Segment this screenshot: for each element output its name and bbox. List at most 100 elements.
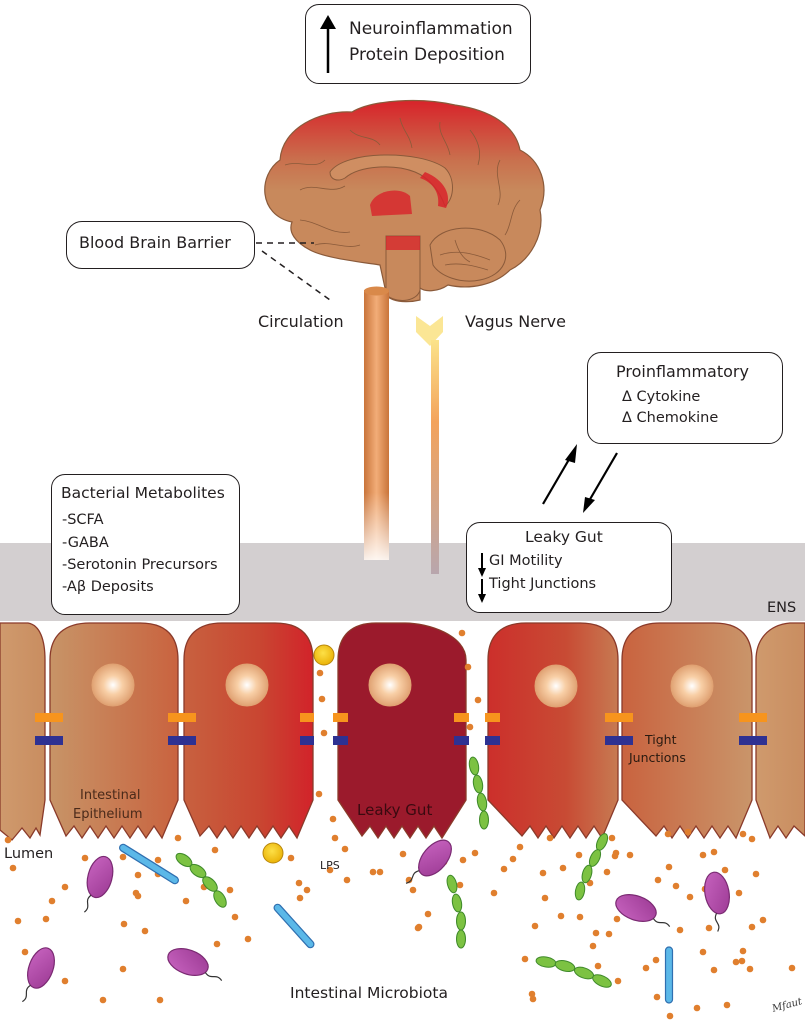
down-arrow-icon	[478, 553, 486, 577]
proinflammatory-box: Proinflammatory Δ Cytokine Δ Chemokine	[587, 352, 783, 444]
vagus-nerve	[416, 316, 443, 574]
metabolite-dot	[626, 851, 634, 859]
brain	[264, 99, 545, 303]
metabolite-dot	[748, 923, 756, 931]
metabolite-dot	[156, 996, 164, 1004]
ens-label: ENS	[767, 600, 797, 616]
tight-junctions-label-line2: Junctions	[629, 750, 686, 765]
metabolite-dot	[459, 856, 467, 864]
nuclei	[91, 663, 714, 708]
green-bacterium	[574, 833, 609, 901]
epithelium	[0, 622, 805, 841]
metabolite-dot	[529, 995, 537, 1003]
metabolite-dot	[686, 893, 694, 901]
leaky-gut-title: Leaky Gut	[525, 528, 603, 546]
metabolite-dot	[182, 897, 190, 905]
blue-bacterium	[119, 843, 179, 885]
metabolite-dot	[141, 927, 149, 935]
metabolite-dot	[369, 868, 377, 876]
feedback-arrows	[542, 444, 618, 513]
metabolite-dot	[134, 892, 142, 900]
metabolite-dot	[608, 834, 616, 842]
metabolite-dot	[48, 897, 56, 905]
metabolite-dot	[739, 947, 747, 955]
metabolite-dot	[699, 851, 707, 859]
metabolite-dot	[531, 922, 539, 930]
metabolite-dot	[14, 917, 22, 925]
metabolite-dot	[575, 851, 583, 859]
metabolite-dot	[592, 929, 600, 937]
metabolite-dot	[466, 723, 474, 731]
metabolite-dot	[458, 629, 466, 637]
leaky-gut-cell-label: Leaky Gut	[357, 801, 433, 819]
metabolite-dot	[134, 871, 142, 879]
metabolite-dot	[672, 882, 680, 890]
metabolite-dot	[490, 889, 498, 897]
bacterial-metabolites-box: Bacterial Metabolites -SCFA -GABA -Serot…	[51, 474, 240, 615]
metabolite-dot	[746, 965, 754, 973]
metabolite-dot	[521, 955, 529, 963]
metabolite-dot	[154, 856, 162, 864]
purple-bacterium	[615, 894, 671, 927]
metabolite-dot	[424, 910, 432, 918]
blue-bacterium	[664, 946, 674, 1004]
metabolite-dot	[738, 957, 746, 965]
metabolite-dot	[654, 876, 662, 884]
metabolite-dot	[788, 964, 796, 972]
metabolite-dot	[699, 948, 707, 956]
metabolite-dot	[331, 834, 339, 842]
metabolite-dot	[693, 1004, 701, 1012]
metabolite-dot	[652, 956, 660, 964]
protein-deposition-text: Protein Deposition	[349, 45, 505, 65]
metabolite-dot	[739, 830, 747, 838]
metabolite-dot	[735, 889, 743, 897]
blood-brain-barrier-text: Blood Brain Barrier	[79, 233, 231, 252]
metabolite-dot	[42, 915, 50, 923]
tight-junctions	[35, 713, 767, 745]
metabolite-dot	[723, 1001, 731, 1009]
metabolite-dot	[318, 695, 326, 703]
down-arrow-icon	[478, 579, 486, 603]
metabolite-dot	[405, 876, 413, 884]
metabolite-dot	[61, 977, 69, 985]
metabolite-dot	[752, 870, 760, 878]
metabolite-dot	[732, 958, 740, 966]
proinflammatory-title: Proinflammatory	[616, 362, 749, 381]
metabolite-dot	[705, 924, 713, 932]
metabolite-dot	[329, 815, 337, 823]
metabolite-dot	[546, 834, 554, 842]
metabolite-dot	[213, 940, 221, 948]
cytokine-text: Δ Cytokine	[622, 389, 701, 405]
metabolite-dot	[211, 846, 219, 854]
metabolite-dot	[516, 843, 524, 851]
intestinal-microbiota-label: Intestinal Microbiota	[290, 984, 448, 1002]
purple-bacterium	[83, 855, 114, 913]
metabolite-dot	[612, 849, 620, 857]
purple-bacterium	[704, 871, 730, 932]
metabolite-dot	[315, 790, 323, 798]
circulation-label: Circulation	[258, 312, 344, 331]
tight-junctions-label-line1: Tight	[645, 732, 677, 747]
metabolite-dot	[231, 913, 239, 921]
metabolite-dot	[120, 920, 128, 928]
epithelium-label-line1: Intestinal	[80, 788, 141, 803]
leaky-gut-box: Leaky Gut GI Motility Tight Junctions	[466, 522, 672, 613]
metabolite-dot	[99, 996, 107, 1004]
metabolite-dot	[471, 849, 479, 857]
metabolite-dot	[557, 912, 565, 920]
metabolite-item: -Serotonin Precursors	[62, 557, 218, 573]
metabolite-item: -SCFA	[62, 512, 104, 528]
metabolite-dot	[376, 868, 384, 876]
metabolite-dot	[456, 881, 464, 889]
neuroinflammation-text: Neuroinflammation	[349, 19, 513, 39]
metabolite-dot	[295, 879, 303, 887]
metabolite-dot	[653, 993, 661, 1001]
metabolite-dot	[244, 935, 252, 943]
metabolite-dot	[539, 869, 547, 877]
metabolite-dot	[287, 854, 295, 862]
metabolite-dot	[399, 850, 407, 858]
metabolite-dot	[341, 845, 349, 853]
metabolite-dot	[119, 853, 127, 861]
metabolite-dot	[665, 863, 673, 871]
bacteria	[22, 756, 730, 1004]
